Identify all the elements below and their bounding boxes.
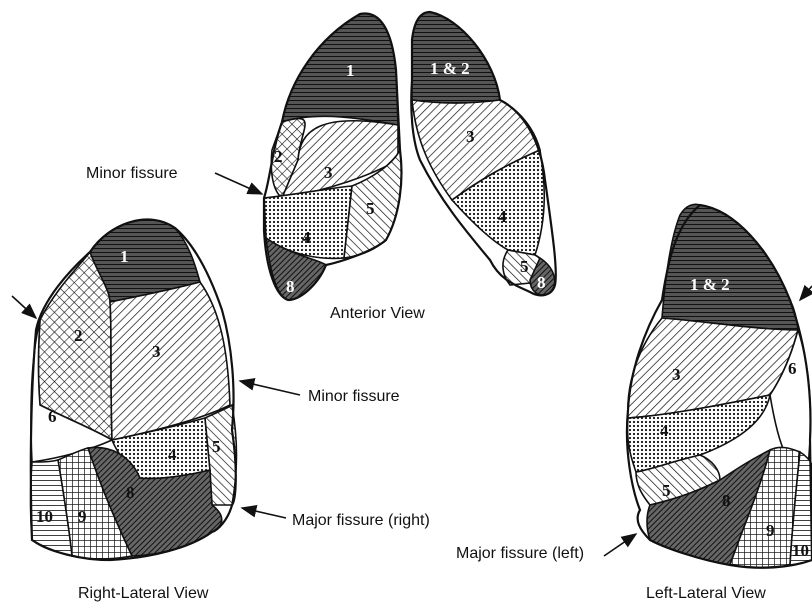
segment-label: 6 xyxy=(788,359,797,378)
major-fissure-left-arrow xyxy=(604,534,636,556)
segment-label: 4 xyxy=(168,445,177,464)
segment-1-and-2 xyxy=(662,204,798,330)
minor-fissure-arrow xyxy=(240,381,300,395)
segment-label: 3 xyxy=(152,342,161,361)
segment-label: 1 & 2 xyxy=(430,59,470,78)
left-lateral-lung: 1 & 2 3 4 5 6 8 9 10 xyxy=(627,204,812,567)
segment-label: 1 xyxy=(346,61,355,80)
segment-label: 5 xyxy=(520,257,529,276)
segment-label: 10 xyxy=(792,541,809,560)
minor-fissure-arrow xyxy=(215,173,262,194)
major-fissure-right-arrow xyxy=(242,508,286,518)
segment-1 xyxy=(282,13,398,125)
minor-fissure-label: Minor fissure xyxy=(308,388,400,405)
segment-label: 8 xyxy=(537,273,546,292)
right-lateral-lung: 1 2 3 4 5 6 8 9 10 xyxy=(31,220,237,560)
left-lateral-view-caption: Left-Lateral View xyxy=(646,585,766,602)
segment-label: 3 xyxy=(466,127,475,146)
segment-label: 10 xyxy=(36,507,53,526)
major-fissure-pointer-arrow xyxy=(800,286,812,300)
segment-label: 5 xyxy=(366,199,375,218)
major-fissure-right-label: Major fissure (right) xyxy=(292,512,430,529)
segment-label: 5 xyxy=(212,437,221,456)
segment-label: 4 xyxy=(498,207,507,226)
right-lateral-view-caption: Right-Lateral View xyxy=(78,585,209,602)
major-fissure-pointer-arrow xyxy=(12,296,36,318)
minor-fissure-label: Minor fissure xyxy=(86,165,178,182)
segment-label: 2 xyxy=(74,326,83,345)
segment-label: 8 xyxy=(722,491,731,510)
segment-label: 3 xyxy=(324,163,333,182)
segment-label: 4 xyxy=(302,228,311,247)
anterior-view-caption: Anterior View xyxy=(330,305,425,322)
segment-label: 9 xyxy=(78,507,87,526)
segment-label: 1 & 2 xyxy=(690,275,730,294)
segment-label: 4 xyxy=(660,421,669,440)
segment-label: 3 xyxy=(672,365,681,384)
anterior-left-lung: 1 & 2 3 4 5 8 xyxy=(411,12,556,295)
segment-label: 5 xyxy=(662,481,671,500)
segment-label: 2 xyxy=(274,147,283,166)
segment-label: 8 xyxy=(286,277,295,296)
segment-label: 8 xyxy=(126,483,135,502)
segment-label: 9 xyxy=(766,521,775,540)
anterior-right-lung: 1 2 3 4 5 8 xyxy=(264,13,401,300)
major-fissure-left-label: Major fissure (left) xyxy=(456,545,584,562)
segment-label: 1 xyxy=(120,247,129,266)
segment-label: 6 xyxy=(48,407,57,426)
